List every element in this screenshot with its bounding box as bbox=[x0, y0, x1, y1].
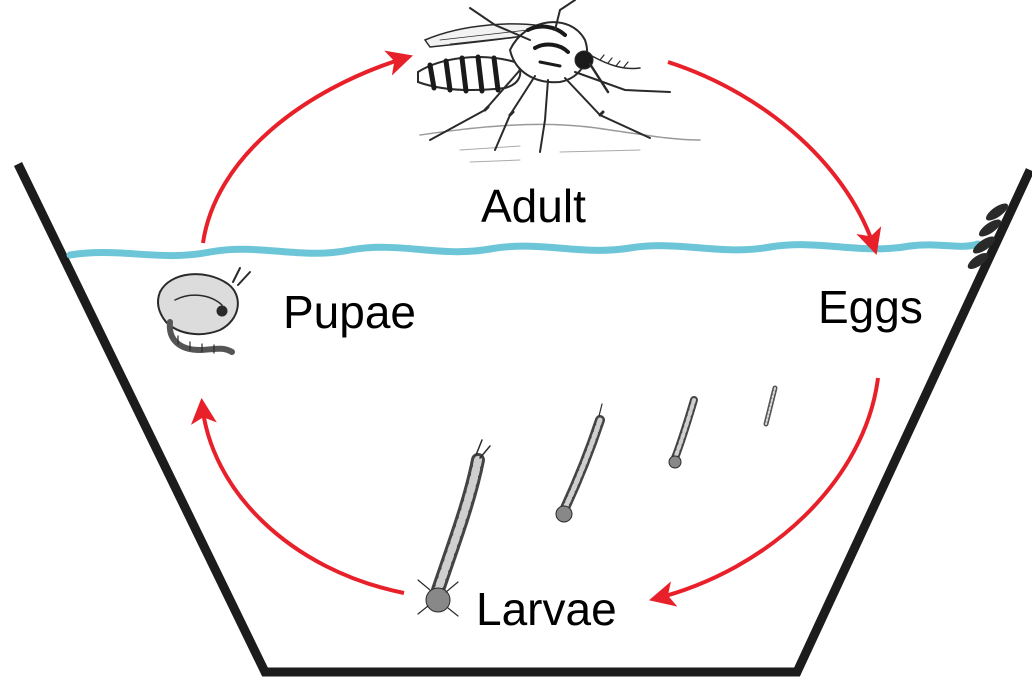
mosquito-icon bbox=[418, 0, 700, 162]
larvae-label: Larvae bbox=[476, 586, 617, 632]
pupae-label: Pupae bbox=[283, 289, 416, 335]
arrow-adult-to-eggs bbox=[668, 62, 875, 250]
larva-icon bbox=[766, 388, 775, 424]
water-surface bbox=[70, 244, 978, 256]
arrow-larvae-to-pupae bbox=[202, 403, 404, 593]
arrow-pupae-to-adult bbox=[203, 57, 408, 243]
eggs-label: Eggs bbox=[818, 284, 923, 330]
larva-icon bbox=[669, 400, 694, 468]
pupa-icon bbox=[158, 268, 250, 353]
adult-label: Adult bbox=[481, 183, 586, 229]
larva-icon bbox=[556, 404, 602, 522]
